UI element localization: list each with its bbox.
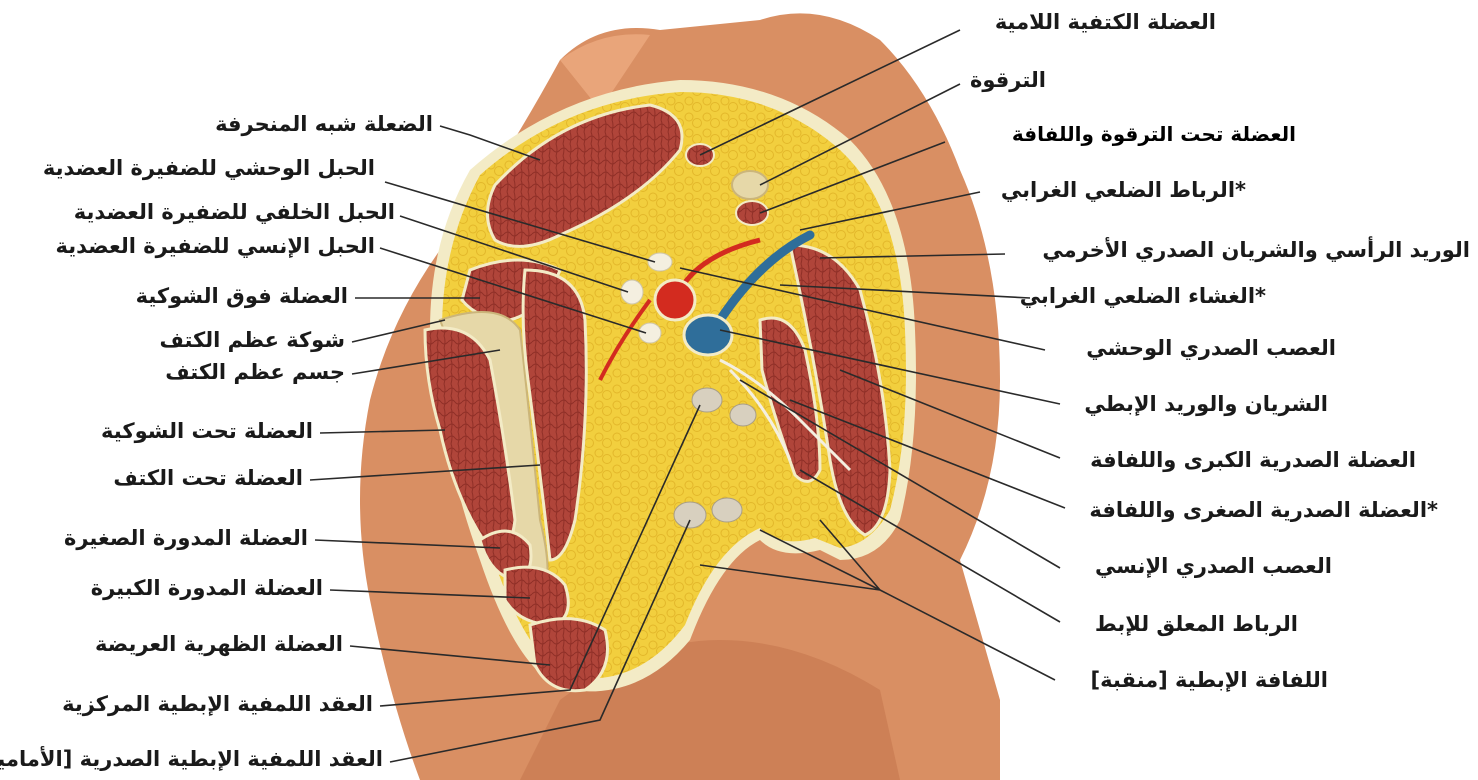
label-latissimus-dorsi: العضلة الظهرية العريضة [95, 634, 343, 655]
label-medial-pectoral-nerve: العصب الصدري الإنسي [1095, 556, 1332, 577]
label-subscapularis: العضلة تحت الكتف [113, 468, 303, 489]
label-pectoralis-major: العضلة الصدرية الكبرى واللفافة [1090, 450, 1416, 471]
label-omohyoid: العضلة الكتفية اللامية [995, 12, 1216, 33]
label-central-axillary-nodes: العقد اللمفية الإبطية المركزية [62, 694, 373, 715]
label-scapula-body: جسم عظم الكتف [165, 362, 345, 383]
label-teres-major: العضلة المدورة الكبيرة [91, 578, 323, 599]
label-posterior-cord: الحبل الخلفي للضفيرة العضدية [74, 202, 395, 223]
label-costocoracoid-ligament: *الرباط الضلعي الغرابي [1001, 180, 1246, 201]
label-costocoracoid-membrane: *الغشاء الضلعي الغرابي [1020, 286, 1266, 307]
medial-cord-nerve [639, 323, 661, 343]
lymph-node-central-1 [692, 388, 722, 412]
axillary-vein [684, 315, 732, 355]
label-pectoralis-minor: *العضلة الصدرية الصغرى واللفافة [1089, 500, 1438, 521]
lateral-cord-nerve [648, 253, 672, 271]
lymph-node-pectoral-1 [674, 502, 706, 528]
label-lateral-cord: الحبل الوحشي للضفيرة العضدية [43, 158, 375, 179]
label-cephalic-thoracoacromial: الوريد الرأسي والشريان الصدري الأخرمي [1042, 240, 1470, 261]
label-pectoral-axillary-nodes: العقد اللمفية الإبطية الصدرية [الأمامية] [0, 749, 383, 770]
label-axillary-fascia: اللفافة الإبطية [منقبة] [1091, 670, 1328, 691]
label-suspensory-ligament: الرباط المعلق للإبط [1095, 614, 1298, 635]
label-subclavius: العضلة تحت الترقوة واللفافة [1012, 124, 1296, 144]
posterior-cord-nerve [621, 280, 643, 304]
lymph-node-pectoral-2 [712, 498, 742, 522]
clavicle-bone [732, 171, 768, 199]
axillary-artery [655, 280, 695, 320]
lymph-node-central-2 [730, 404, 756, 426]
label-medial-cord: الحبل الإنسي للضفيرة العضدية [56, 236, 375, 257]
label-scapula-spine: شوكة عظم الكتف [159, 330, 345, 351]
label-supraspinatus: العضلة فوق الشوكية [136, 286, 348, 307]
label-trapezius: الضعلة شبه المنحرفة [215, 114, 433, 135]
label-teres-minor: العضلة المدورة الصغيرة [64, 528, 308, 549]
label-infraspinatus: العضلة تحت الشوكية [101, 421, 313, 442]
label-lateral-pectoral-nerve: العصب الصدري الوحشي [1086, 338, 1336, 359]
label-axillary-vessels: الشريان والوريد الإبطي [1084, 394, 1328, 415]
subclavius-muscle [736, 201, 768, 225]
label-clavicle: الترقوة [970, 70, 1046, 91]
